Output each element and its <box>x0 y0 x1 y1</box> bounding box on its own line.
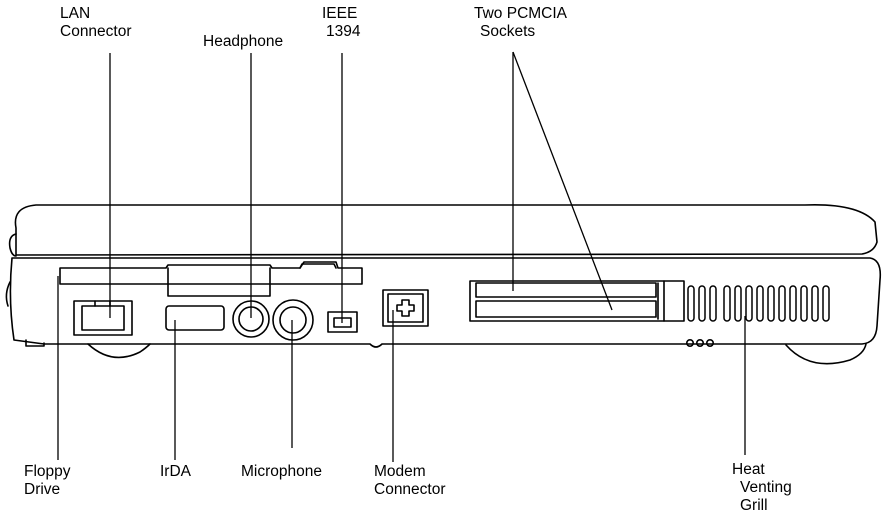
modem-port <box>382 289 429 327</box>
pcmcia-sockets <box>469 280 685 322</box>
irda-window <box>165 305 225 331</box>
left-latch <box>25 339 45 347</box>
floppy-slot <box>59 261 363 285</box>
foot-left <box>87 343 151 359</box>
label-microphone: Microphone <box>241 463 322 480</box>
laptop-lid <box>14 204 878 256</box>
microphone-jack <box>272 299 314 341</box>
lan-port <box>73 300 133 336</box>
status-leds <box>685 338 714 347</box>
label-irda: IrDA <box>160 463 191 480</box>
left-hinge <box>8 233 17 257</box>
label-headphone: Headphone <box>203 33 284 50</box>
foot-right <box>785 343 867 365</box>
laptop-base <box>9 257 882 348</box>
leader-pcmcia-2 <box>512 51 613 311</box>
leader-lines <box>57 51 746 462</box>
heat-venting-grill <box>687 285 830 322</box>
left-bump <box>5 281 11 307</box>
